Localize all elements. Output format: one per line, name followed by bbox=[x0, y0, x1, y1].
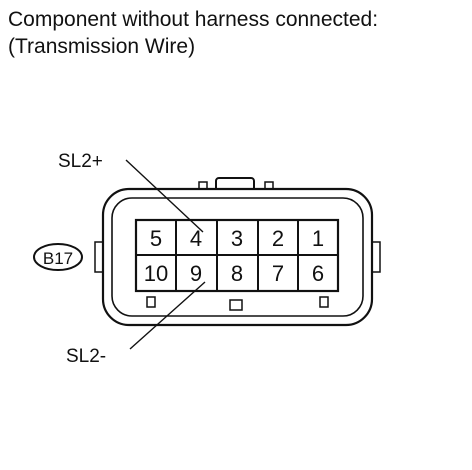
bottom-tab-right bbox=[319, 296, 329, 308]
leader-line bbox=[129, 281, 206, 350]
pin-label: 10 bbox=[144, 261, 168, 286]
caption-line-2: (Transmission Wire) bbox=[8, 35, 196, 58]
callout-label: SL2- bbox=[66, 346, 106, 367]
pin-label: 7 bbox=[272, 261, 284, 286]
caption-line-1: Component without harness connected: bbox=[8, 8, 379, 31]
leader-line bbox=[125, 159, 204, 233]
pin-label: 9 bbox=[190, 261, 202, 286]
connector-id-label: B17 bbox=[43, 249, 73, 268]
pin-label: 4 bbox=[190, 226, 202, 251]
pin-label: 6 bbox=[312, 261, 324, 286]
pin-labels-bottom-row: 10 9 8 7 6 bbox=[144, 261, 324, 286]
pin-label: 3 bbox=[231, 226, 243, 251]
connector-id-oval bbox=[33, 243, 83, 271]
housing-inner bbox=[111, 197, 364, 317]
callout-sl2-plus: SL2+ bbox=[58, 151, 204, 233]
pin-label: 8 bbox=[231, 261, 243, 286]
callout-label: SL2+ bbox=[58, 151, 103, 172]
pin-label: 5 bbox=[150, 226, 162, 251]
callout-sl2-minus: SL2- bbox=[66, 281, 206, 367]
pin-label: 2 bbox=[272, 226, 284, 251]
connector-housing bbox=[94, 177, 381, 327]
connector-id-badge: B17 bbox=[33, 243, 83, 271]
pin-labels-top-row: 5 4 3 2 1 bbox=[150, 226, 324, 251]
bottom-tab-left bbox=[146, 296, 156, 308]
header-caption: Component without harness connected: (Tr… bbox=[8, 6, 468, 60]
pin-label: 1 bbox=[312, 226, 324, 251]
bottom-tab-center bbox=[229, 299, 243, 311]
